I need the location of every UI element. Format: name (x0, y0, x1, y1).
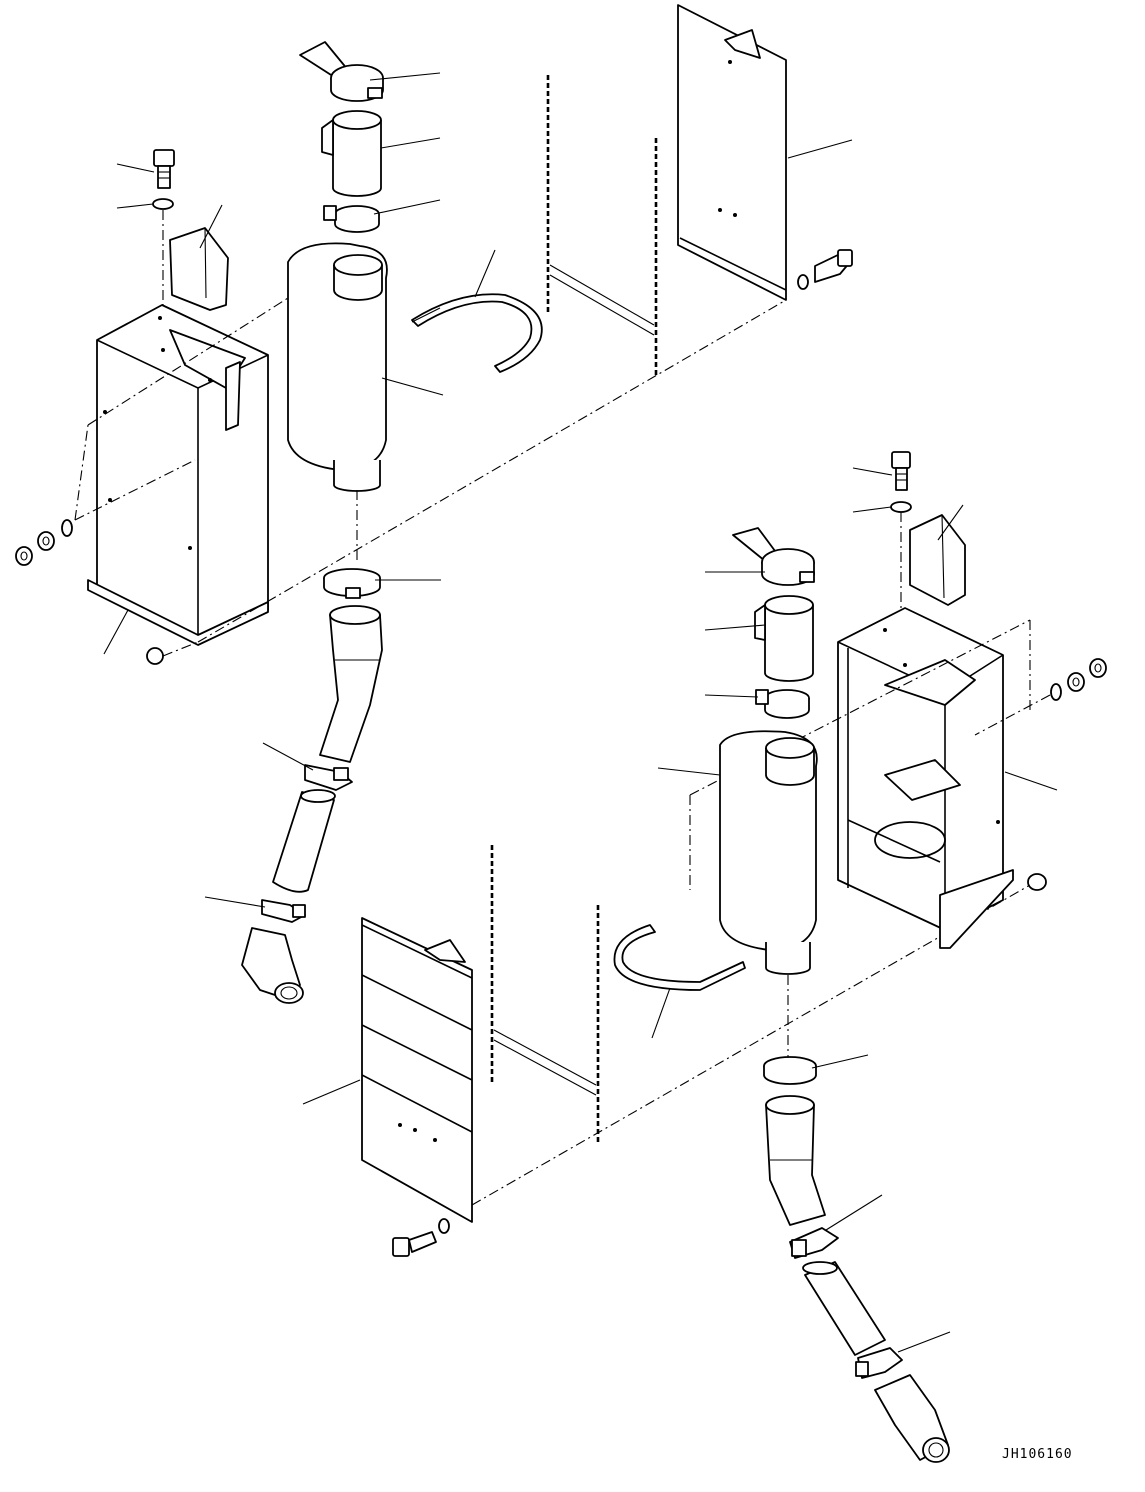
left-nuts (15, 519, 73, 566)
front-panel-bolt (392, 1218, 450, 1257)
left-lower-clamp-2 (261, 899, 306, 923)
right-bracket (909, 514, 966, 606)
drawing-reference-code: JH106160 (1002, 1447, 1073, 1462)
left-mid-clamp (304, 764, 353, 791)
right-flex-pipe (765, 1095, 826, 1226)
right-rain-cap (732, 527, 815, 586)
left-bracket (169, 227, 229, 311)
left-muffler (287, 242, 388, 492)
left-band-strap (411, 293, 543, 373)
left-lower-clamp (323, 568, 381, 599)
left-back-panel (677, 4, 787, 301)
right-band-strap (613, 924, 746, 991)
right-upper-clamp (755, 689, 810, 719)
left-bottom-nut (146, 647, 164, 665)
right-assembly (613, 451, 1107, 1463)
left-upper-pipe (321, 110, 382, 197)
right-lower-clamp-2 (855, 1347, 903, 1379)
right-nuts (1050, 658, 1107, 701)
left-washer (152, 198, 174, 210)
left-support-frame (546, 75, 658, 378)
left-housing (87, 304, 269, 646)
right-lower-clamp (763, 1056, 817, 1085)
right-upper-pipe (754, 595, 814, 682)
right-bolt (891, 451, 911, 491)
right-mid-pipe (802, 1261, 886, 1356)
front-panel (361, 917, 473, 1223)
right-bottom-nut (1027, 873, 1047, 891)
left-leader-lines (103, 72, 853, 1105)
left-bolt (153, 149, 175, 189)
right-washer (890, 501, 912, 513)
right-elbow-pipe (874, 1374, 950, 1463)
front-support-frame (490, 845, 600, 1145)
right-mid-clamp (789, 1227, 839, 1259)
left-elbow-pipe (241, 927, 304, 1004)
left-rain-cap (299, 41, 384, 102)
left-mid-pipe (272, 789, 336, 893)
left-assembly (15, 4, 853, 1105)
left-flex-pipe (319, 605, 383, 763)
right-muffler (719, 730, 818, 975)
right-housing-frame (837, 607, 1014, 949)
left-panel-bolt (797, 249, 853, 290)
left-upper-clamp (323, 205, 380, 233)
right-leader-lines (651, 467, 1058, 1353)
